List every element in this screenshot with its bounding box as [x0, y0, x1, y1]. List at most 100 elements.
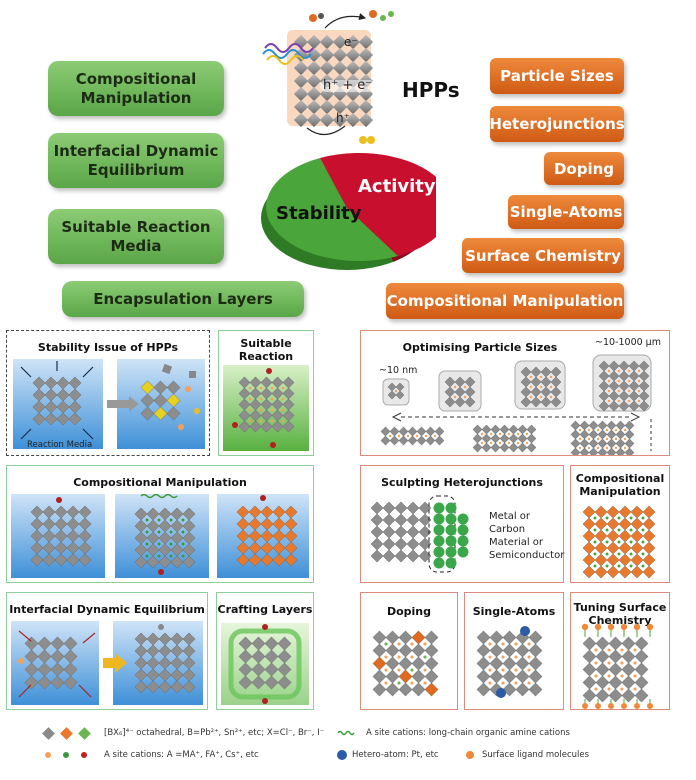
panel-title: Tuning Surface Chemistry — [573, 601, 667, 627]
octahedron-diamond — [134, 656, 148, 670]
a-site-cation — [248, 386, 252, 390]
heterojunction-material-label: Metal or Carbon Material or Semiconducto… — [489, 511, 565, 561]
octahedron-diamond — [618, 529, 632, 543]
octahedron-diamond — [490, 433, 501, 444]
a-site-cation — [507, 441, 511, 445]
octahedron-diamond — [595, 636, 610, 651]
octahedron-diamond — [170, 632, 184, 646]
octahedron-diamond — [606, 541, 620, 555]
a-site-cation — [633, 687, 637, 691]
pie-activity-slice — [320, 153, 436, 256]
octahedron-diamond — [158, 519, 172, 533]
a-site-cation — [596, 446, 600, 450]
a-site-cation — [629, 528, 633, 532]
a-site-cation — [605, 528, 609, 532]
crafting-illustration — [228, 624, 302, 704]
octahedron-diamond — [170, 656, 184, 670]
octahedron-diamond — [618, 360, 630, 372]
octahedra-lattice — [134, 507, 196, 569]
octahedron-diamond — [588, 420, 599, 431]
octahedron-diamond — [582, 529, 596, 543]
strategy-compositional-manipulation-activity: Compositional Manipulation — [386, 283, 624, 319]
a-site-cation — [623, 428, 627, 432]
legend-octahedral: [BX₆]⁴⁻ octahedral, B=Pb²⁺, Sn²⁺, etc; X… — [104, 728, 325, 738]
octahedron-diamond — [618, 505, 632, 519]
octahedron-diamond — [146, 543, 160, 557]
octahedron-diamond — [628, 360, 640, 372]
octahedron-diamond — [134, 644, 148, 658]
a-site-cation — [384, 655, 388, 659]
a-site-cation — [423, 655, 427, 659]
strategy-surface-chemistry: Surface Chemistry — [462, 238, 624, 273]
octahedron-diamond — [582, 636, 597, 651]
a-site-cation — [248, 397, 252, 401]
octahedron-diamond — [284, 517, 298, 531]
strategy-single-atoms: Single-Atoms — [508, 195, 624, 229]
octahedron-diamond — [624, 420, 635, 431]
a-site-cation — [529, 395, 533, 399]
strategy-encapsulation-layers: Encapsulation Layers — [62, 281, 304, 317]
octahedron-diamond — [582, 505, 596, 519]
media-illustration — [232, 368, 295, 448]
a-site-cation — [633, 674, 637, 678]
octahedron-diamond — [570, 447, 581, 455]
octahedron-diamond — [394, 537, 408, 551]
octahedron-diamond — [44, 412, 58, 426]
octahedron-diamond — [550, 376, 562, 388]
a-site-cation — [629, 540, 633, 544]
a-site-cation — [617, 369, 621, 373]
octahedron-diamond — [134, 507, 148, 521]
octahedron-diamond — [272, 553, 286, 567]
octahedron-diamond — [588, 429, 599, 440]
octahedron-diamond — [642, 565, 656, 579]
octahedron-diamond — [615, 420, 626, 431]
legend-diamond-gray-icon — [42, 727, 55, 740]
octahedron-diamond — [170, 555, 184, 569]
octahedron-diamond — [251, 675, 266, 690]
panel-title: Single-Atoms — [472, 605, 556, 618]
octahedron-diamond — [638, 380, 650, 392]
octahedron-diamond — [277, 675, 292, 690]
equilibrium-illustration — [18, 624, 196, 698]
octahedron-diamond — [608, 380, 620, 392]
octahedron-diamond — [68, 388, 82, 402]
octahedron-diamond — [372, 630, 387, 645]
a-site-cation — [397, 681, 401, 685]
octahedron-diamond — [146, 519, 160, 533]
octahedron-diamond — [170, 507, 184, 521]
octahedron-diamond — [271, 398, 284, 411]
strategy-doping: Doping — [544, 152, 624, 185]
a-site-cation — [463, 385, 467, 389]
octahedron-diamond — [528, 643, 543, 658]
octahedron-diamond — [251, 649, 266, 664]
octahedron-diamond — [260, 387, 273, 400]
a-site-cation — [145, 554, 149, 558]
octahedron-diamond — [630, 541, 644, 555]
a-site-cation — [605, 446, 609, 450]
octahedron-diamond — [621, 688, 636, 703]
orange-composition-illustration — [582, 505, 656, 579]
octahedron-diamond — [78, 553, 92, 567]
octahedron-diamond — [454, 396, 466, 408]
a-site-cation — [453, 385, 457, 389]
octahedron-diamond — [418, 549, 432, 563]
octahedron-diamond — [594, 553, 608, 567]
octahedron-diamond — [387, 390, 397, 400]
octahedron-diamond — [582, 688, 597, 703]
panel-heterojunctions: Sculpting Heterojunctions Metal or Carbo… — [360, 465, 564, 583]
octahedron-diamond — [642, 517, 656, 531]
a-site-cation — [281, 386, 285, 390]
octahedra-lattice — [444, 376, 476, 408]
octahedron-diamond — [380, 426, 391, 437]
a-site-cation — [617, 552, 621, 556]
octahedron-diamond — [628, 390, 640, 402]
octahedron-diamond — [37, 675, 52, 690]
a-site-cation — [181, 530, 185, 534]
a-site-cation — [270, 408, 274, 412]
a-site-cation — [281, 408, 285, 412]
octahedron-diamond — [166, 406, 181, 421]
octahedron-diamond — [248, 553, 262, 567]
a-site-cation — [248, 419, 252, 423]
octahedron-diamond — [284, 505, 298, 519]
octahedron-diamond — [481, 433, 492, 444]
